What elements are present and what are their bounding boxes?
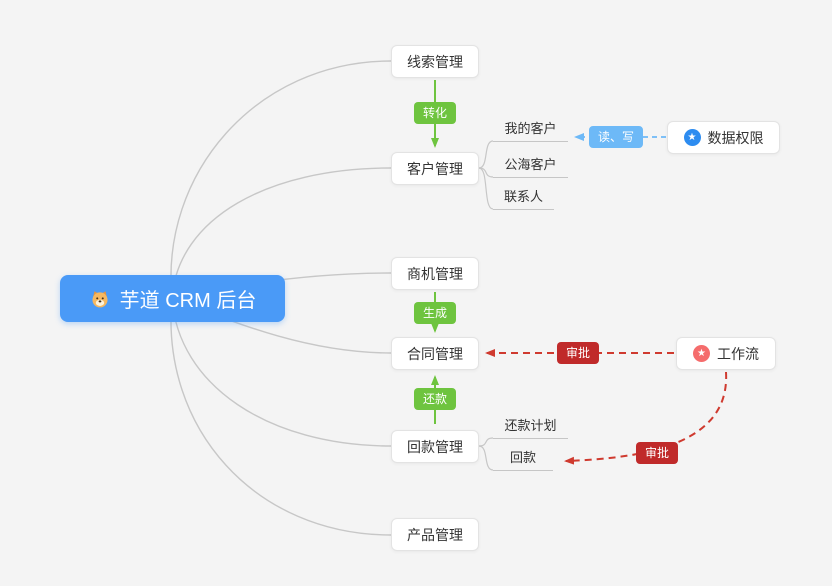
node-workflow[interactable]: 工作流 (676, 337, 776, 370)
badge-approve-contract: 审批 (556, 342, 600, 364)
star-icon (683, 129, 701, 146)
node-data-permission[interactable]: 数据权限 (667, 121, 780, 154)
root-node[interactable]: 芋道 CRM 后台 (60, 275, 285, 322)
node-products[interactable]: 产品管理 (391, 518, 479, 551)
leaf-repayment-plan[interactable]: 还款计划 (493, 418, 568, 439)
workflow-label: 工作流 (717, 345, 759, 362)
edge-customers-contacts (478, 167, 494, 210)
badge-generate: 生成 (413, 302, 457, 324)
star-icon (693, 345, 710, 362)
badge-repay: 还款 (413, 388, 457, 410)
edge-root-payments (171, 297, 392, 447)
leaf-public-customers[interactable]: 公海客户 (493, 157, 568, 178)
node-leads[interactable]: 线索管理 (391, 45, 479, 78)
data-permission-label: 数据权限 (707, 129, 764, 146)
node-contracts[interactable]: 合同管理 (391, 337, 479, 370)
node-customers[interactable]: 客户管理 (391, 152, 479, 185)
root-node-label: 芋道 CRM 后台 (119, 290, 257, 312)
dog-face-icon (92, 290, 108, 307)
edge-approve-payment-arrow (564, 371, 728, 465)
node-opportunities[interactable]: 商机管理 (391, 257, 479, 290)
leaf-repayment[interactable]: 回款 (493, 450, 553, 471)
edge-root-products (170, 297, 392, 536)
node-payments[interactable]: 回款管理 (391, 430, 479, 463)
badge-read-write: 读、写 (588, 126, 644, 148)
leaf-contacts[interactable]: 联系人 (493, 189, 554, 210)
edge-payments-repayment-plan (478, 437, 494, 447)
edge-customers-my-customers (478, 140, 494, 169)
badge-approve-payment: 审批 (635, 442, 679, 464)
edge-payments-repayment (478, 445, 494, 471)
edge-root-customers (171, 167, 392, 299)
edge-root-leads (170, 60, 392, 299)
leaf-my-customers[interactable]: 我的客户 (493, 121, 568, 142)
badge-convert: 转化 (413, 102, 457, 124)
